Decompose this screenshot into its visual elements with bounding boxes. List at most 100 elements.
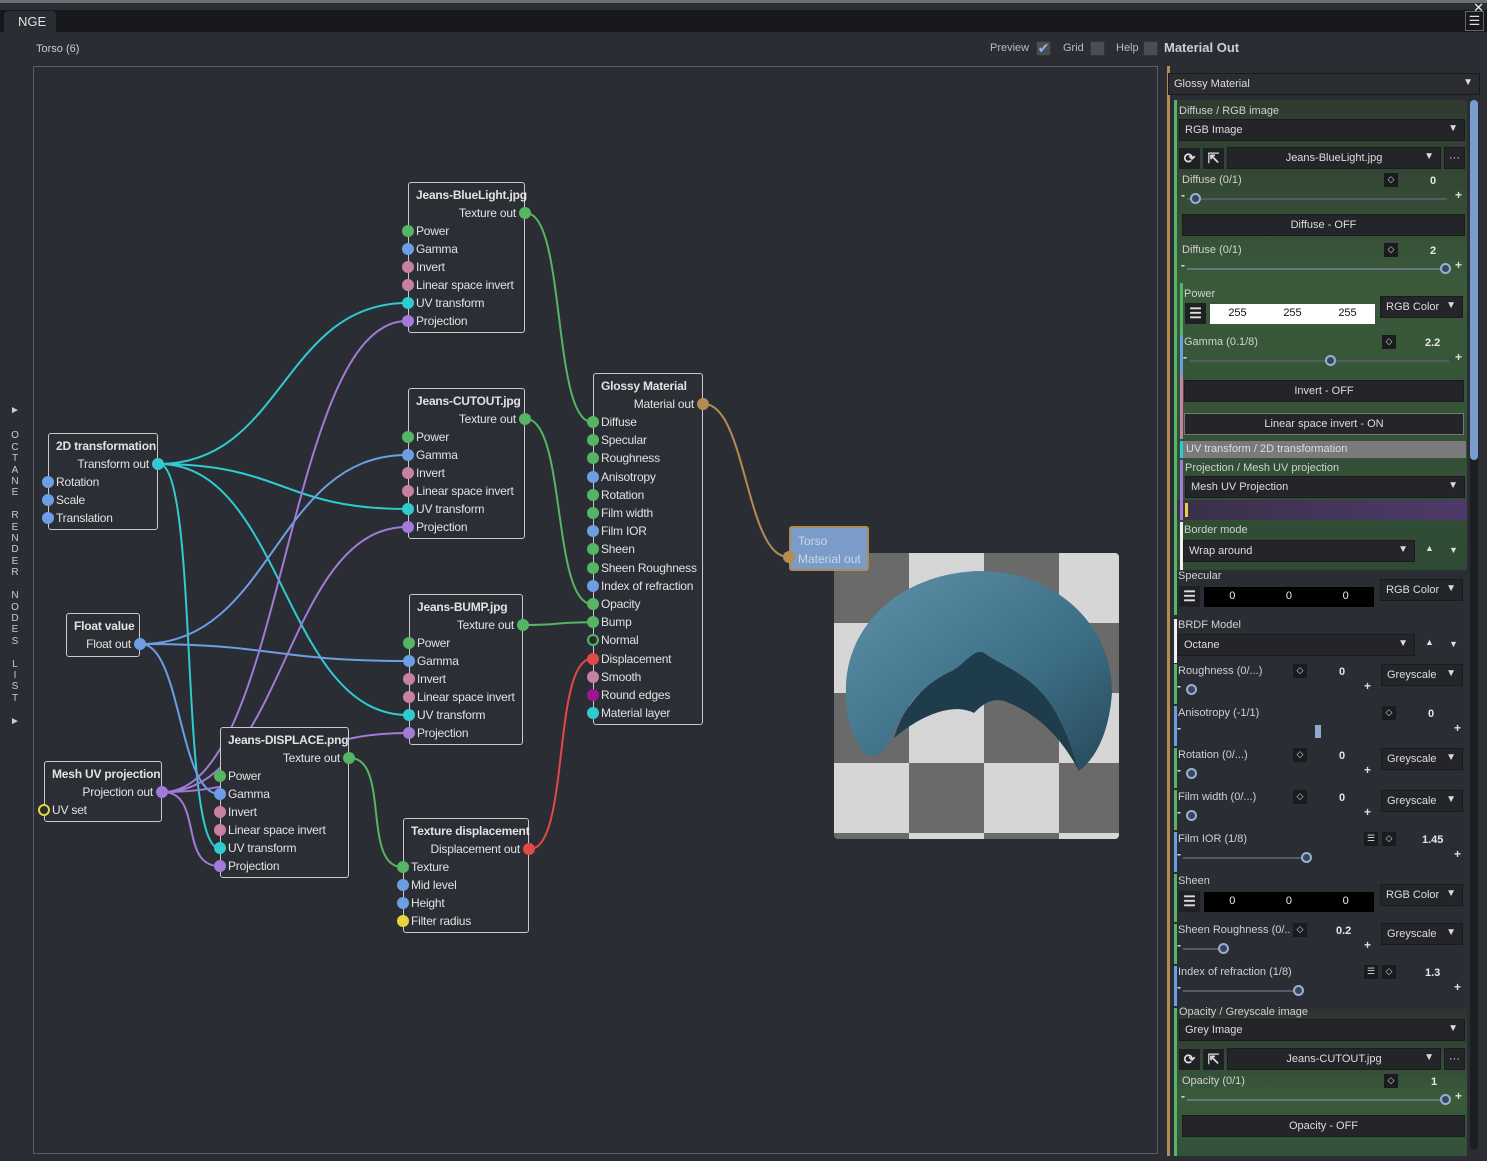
input-port[interactable] [402, 315, 414, 327]
output-port[interactable] [519, 207, 531, 219]
roughness-slider-knob[interactable] [1186, 684, 1197, 695]
slider-knob[interactable] [1301, 852, 1312, 863]
opacity-slider[interactable] [1187, 1099, 1447, 1101]
list-icon[interactable]: ☰ [1364, 832, 1378, 846]
projection-dropdown[interactable]: Mesh UV Projection▼ [1185, 476, 1465, 498]
plus-icon[interactable]: + [1364, 679, 1372, 693]
power-mode-dropdown[interactable]: RGB Color▼ [1380, 296, 1463, 318]
diffuse-param2-slider[interactable] [1187, 268, 1447, 270]
input-port[interactable] [587, 634, 599, 647]
sheen-r[interactable]: 0 [1229, 895, 1236, 907]
sheen-roughness-value[interactable]: 0.2 [1336, 925, 1352, 937]
output-node-torso[interactable]: Torso Material out [783, 526, 869, 571]
input-port[interactable] [397, 861, 409, 873]
input-port[interactable] [587, 707, 599, 720]
minus-icon[interactable]: - [1177, 847, 1181, 861]
input-port[interactable] [403, 691, 415, 703]
input-port[interactable] [402, 243, 414, 255]
input-port[interactable] [403, 637, 415, 649]
input-port[interactable] [42, 476, 54, 488]
input-port[interactable] [587, 470, 599, 483]
output-port[interactable] [152, 458, 164, 470]
slider-knob[interactable] [1190, 193, 1201, 204]
plus-icon[interactable]: + [1455, 188, 1463, 202]
rotation-value[interactable]: 0 [1339, 750, 1346, 762]
input-port[interactable] [397, 879, 409, 891]
anisotropy-slider-handle[interactable] [1315, 725, 1321, 738]
film-width-value[interactable]: 0 [1339, 792, 1346, 804]
panel-menu-icon[interactable]: ☰ [1465, 11, 1484, 31]
preview-checkbox[interactable]: ✔ [1036, 40, 1051, 56]
input-port[interactable] [402, 449, 414, 461]
output-port[interactable] [519, 413, 531, 425]
opacity-type-dropdown[interactable]: Grey Image▼ [1179, 1019, 1465, 1041]
rotation-slider-knob[interactable] [1186, 768, 1197, 779]
input-port[interactable] [214, 842, 226, 854]
keyframe-diamond-icon[interactable]: ◇ [1382, 832, 1396, 846]
input-port[interactable] [42, 494, 54, 506]
input-port[interactable] [403, 709, 415, 721]
list-icon[interactable]: ☰ [1364, 965, 1378, 979]
sheen-b[interactable]: 0 [1342, 895, 1349, 907]
input-port[interactable] [38, 804, 50, 816]
minus-icon[interactable]: - [1181, 188, 1185, 202]
keyframe-diamond-icon[interactable]: ◇ [1384, 243, 1398, 257]
input-port[interactable] [214, 806, 226, 818]
rotation-mode-dropdown[interactable]: Greyscale▼ [1381, 748, 1463, 770]
keyframe-diamond-icon[interactable]: ◇ [1293, 748, 1307, 762]
output-port[interactable] [343, 752, 355, 764]
output-port[interactable] [523, 843, 535, 855]
keyframe-diamond-icon[interactable]: ◇ [1382, 706, 1396, 720]
power-r[interactable]: 255 [1228, 307, 1247, 319]
reload-icon[interactable]: ⟳ [1179, 148, 1200, 169]
minus-icon[interactable]: - [1177, 763, 1181, 777]
diffuse-type-dropdown[interactable]: RGB Image▼ [1179, 119, 1465, 141]
diffuse-toggle-button[interactable]: Diffuse - OFF [1182, 214, 1465, 236]
input-port[interactable] [214, 788, 226, 800]
anisotropy-value[interactable]: 0 [1428, 708, 1435, 720]
minus-icon[interactable]: - [1177, 938, 1181, 952]
list-icon[interactable]: ☰ [1179, 891, 1200, 912]
linear-space-invert-button[interactable]: Linear space invert - ON [1184, 413, 1464, 435]
input-port[interactable] [587, 488, 599, 501]
opacity-param-value[interactable]: 1 [1431, 1076, 1438, 1088]
input-port[interactable] [587, 543, 599, 556]
minus-icon[interactable]: - [1181, 1089, 1185, 1103]
sheen-mode-dropdown[interactable]: RGB Color▼ [1380, 884, 1463, 906]
gamma-value[interactable]: 2.2 [1425, 337, 1441, 349]
input-port[interactable] [402, 297, 414, 309]
diffuse-param-value[interactable]: 0 [1430, 175, 1437, 187]
input-port[interactable] [402, 225, 414, 237]
roughness-value[interactable]: 0 [1339, 666, 1346, 678]
film-width-mode-dropdown[interactable]: Greyscale▼ [1381, 790, 1463, 812]
input-port[interactable] [587, 652, 599, 665]
power-b[interactable]: 255 [1338, 307, 1357, 319]
gamma-slider[interactable] [1189, 360, 1449, 362]
help-checkbox[interactable] [1143, 41, 1158, 56]
tab-nge[interactable]: NGE [4, 11, 56, 32]
input-port[interactable] [402, 467, 414, 479]
plus-icon[interactable]: + [1455, 1089, 1463, 1103]
input-port[interactable] [402, 261, 414, 273]
keyframe-diamond-icon[interactable]: ◇ [1382, 965, 1396, 979]
film-ior-slider[interactable] [1183, 857, 1303, 859]
specular-b[interactable]: 0 [1342, 590, 1349, 602]
keyframe-diamond-icon[interactable]: ◇ [1293, 664, 1307, 678]
invert-toggle-button[interactable]: Invert - OFF [1184, 380, 1464, 402]
input-port[interactable] [783, 551, 795, 563]
scrollbar-thumb[interactable] [1470, 100, 1478, 460]
slider-knob[interactable] [1440, 263, 1451, 274]
move-down-icon[interactable]: ▼ [1449, 639, 1458, 649]
output-port[interactable] [697, 398, 709, 410]
diffuse-file-dropdown[interactable]: Jeans-BlueLight.jpg▼ [1227, 147, 1441, 169]
input-port[interactable] [403, 673, 415, 685]
